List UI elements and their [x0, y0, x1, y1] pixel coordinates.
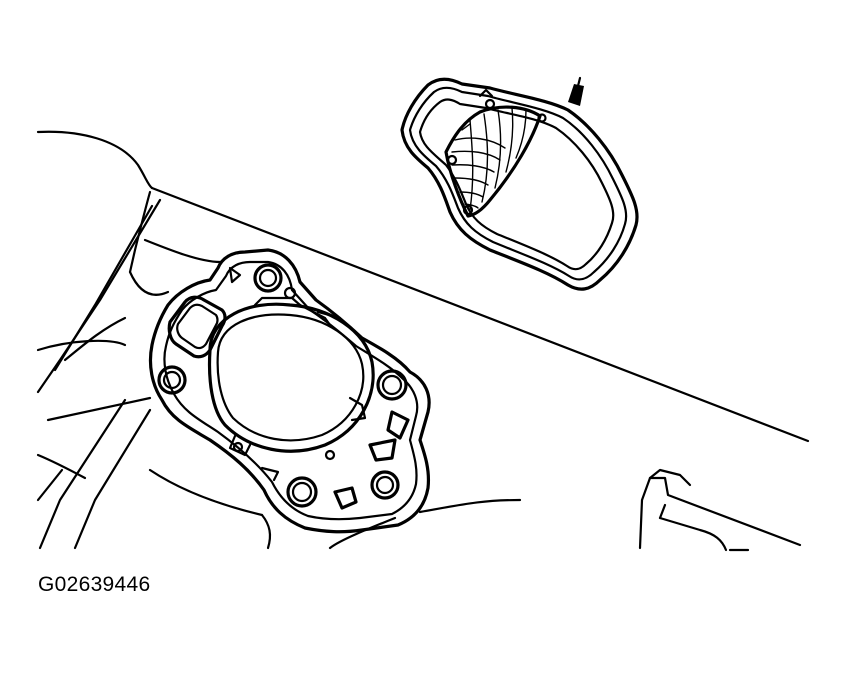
screen-gasket [400, 76, 639, 291]
throttle-body-housing [36, 130, 810, 550]
bracket-fragment [638, 468, 802, 552]
flange-gasket [148, 248, 431, 534]
figure-code: G02639446 [38, 573, 151, 596]
